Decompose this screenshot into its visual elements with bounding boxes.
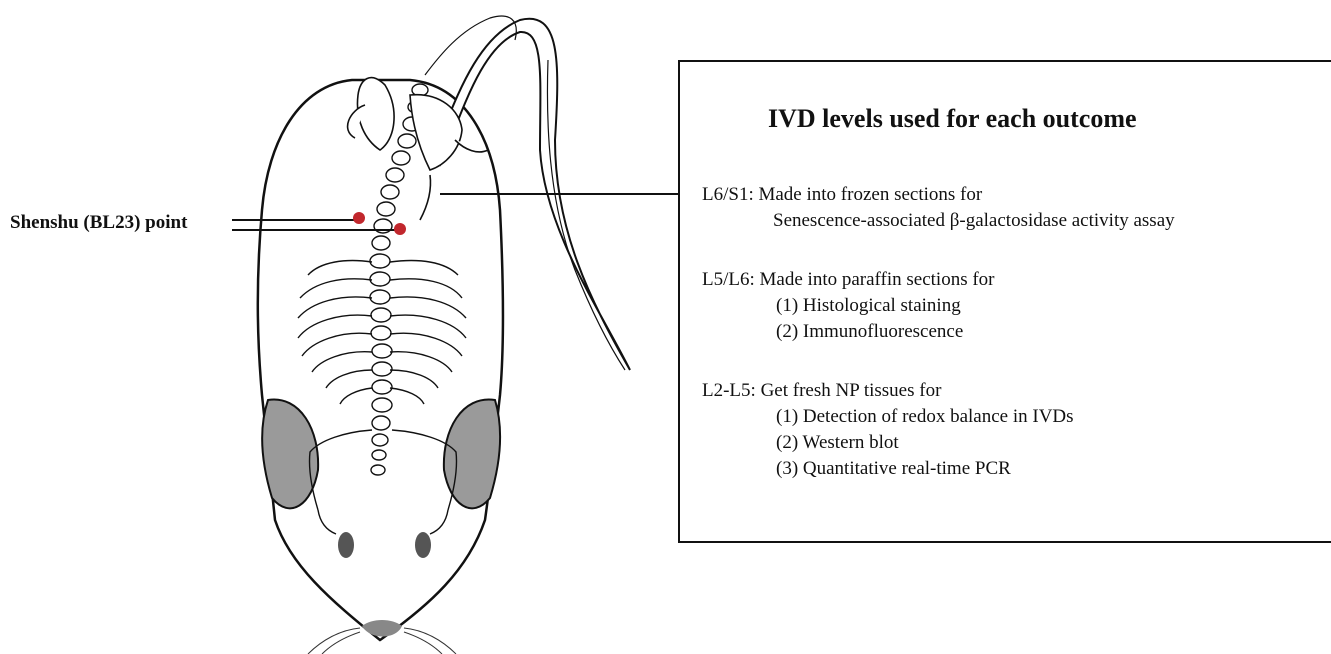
left-eye-icon [338,532,354,558]
section-level: L2-L5: [702,380,756,401]
section-l6s1: L6/S1: Made into frozen sections for Sen… [702,182,1175,234]
section-line: Senescence-associated β-galactosidase ac… [702,208,1175,234]
box-title: IVD levels used for each outcome [768,104,1137,134]
section-l2l5: L2-L5: Get fresh NP tissues for (1) Dete… [702,378,1074,482]
section-level: L6/S1: [702,184,754,205]
section-line: Get fresh NP tissues for [761,380,942,401]
section-line: (2) Western blot [702,430,1074,456]
ivd-levels-box: IVD levels used for each outcome L6/S1: … [678,60,1331,543]
section-l5l6: L5/L6: Made into paraffin sections for (… [702,267,995,345]
shenshu-point-left [353,212,365,224]
mouse-body-outline [258,80,503,640]
shenshu-point-label: Shenshu (BL23) point [10,211,187,235]
section-line: Made into paraffin sections for [760,269,995,290]
section-line: (3) Quantitative real-time PCR [702,456,1074,482]
section-level: L5/L6: [702,269,755,290]
shenshu-point-right [394,223,406,235]
section-line: (1) Detection of redox balance in IVDs [702,404,1074,430]
section-line: (1) Histological staining [702,293,995,319]
section-line: (2) Immunofluorescence [702,319,995,345]
right-eye-icon [415,532,431,558]
section-line: Made into frozen sections for [758,184,982,205]
